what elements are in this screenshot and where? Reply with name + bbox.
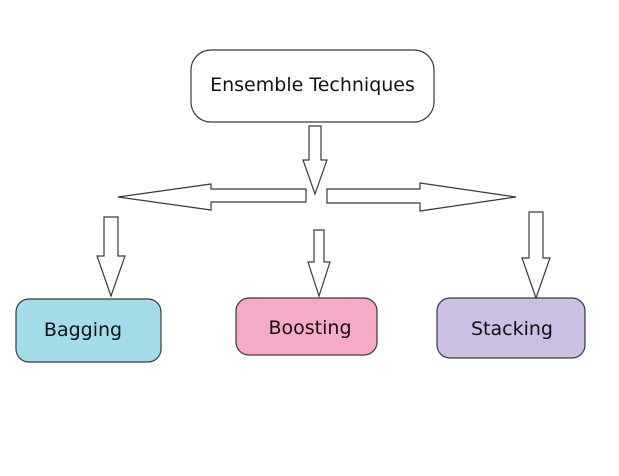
bagging-down-arrow (96, 216, 126, 298)
stacking-node-label: Stacking (471, 318, 553, 340)
left-branch-arrow (117, 183, 307, 211)
bagging-node-label: Bagging (44, 319, 122, 341)
stacking-node-box (436, 297, 586, 359)
root-node-label: Ensemble Techniques (210, 74, 415, 96)
root-node: Ensemble Techniques (190, 49, 435, 123)
stacking-node: Stacking (436, 297, 586, 359)
boosting-down-arrow (307, 229, 331, 298)
boosting-node: Boosting (235, 297, 378, 356)
bagging-node-box (15, 298, 162, 363)
stacking-down-arrow (521, 211, 551, 300)
bagging-node: Bagging (15, 298, 162, 363)
root-node-box (190, 49, 435, 123)
right-branch-arrow (326, 182, 517, 212)
boosting-node-box (235, 297, 378, 356)
boosting-node-label: Boosting (268, 317, 351, 339)
root-down-arrow (302, 125, 328, 196)
